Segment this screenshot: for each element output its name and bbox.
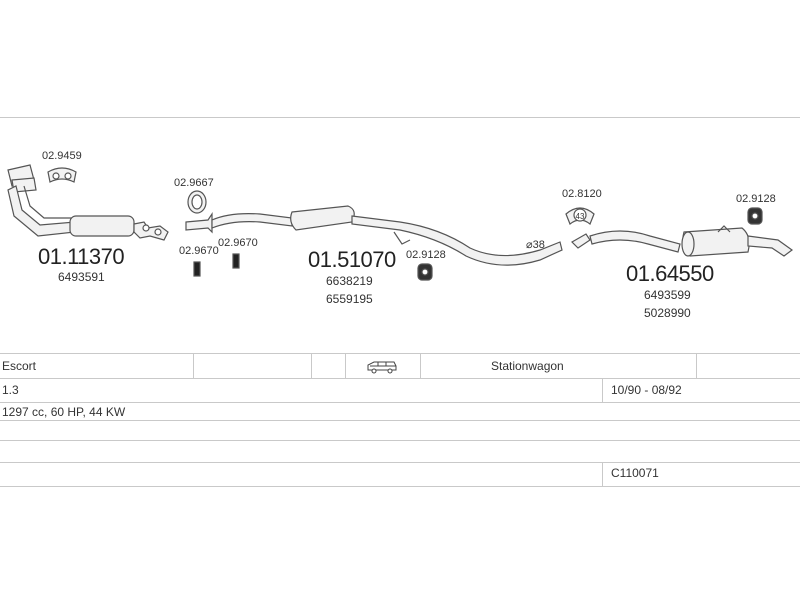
vehicle-body: Stationwagon (491, 359, 564, 373)
exhaust-diagram: 43 (7, 164, 794, 281)
gasket-29459-drawing (47, 167, 77, 183)
ref-mount-29128a[interactable]: 02.9128 (406, 249, 446, 261)
bolt-29670b-drawing (232, 253, 240, 269)
diagram-top-border (0, 117, 800, 118)
middle-pipe-drawing (185, 205, 563, 266)
vehicle-code: C110071 (611, 466, 659, 480)
front-pipe-drawing (7, 164, 169, 241)
ref-bolt-29670b[interactable]: 02.9670 (218, 237, 258, 249)
ref-ring-29667[interactable]: 02.9667 (174, 177, 214, 189)
part-number-middle-pipe[interactable]: 01.51070 (308, 247, 396, 272)
table-line-2 (0, 402, 800, 403)
table-col-4 (420, 354, 421, 378)
part-number-front-pipe[interactable]: 01.11370 (38, 244, 125, 269)
table-col-5 (696, 354, 697, 378)
part-number-rear-silencer[interactable]: 01.64550 (626, 261, 714, 286)
table-line-3 (0, 420, 800, 421)
ref-bolt-29670a[interactable]: 02.9670 (179, 245, 219, 257)
mount-29128b-drawing (747, 207, 763, 225)
pipe-diameter-label: ⌀38 (526, 239, 545, 251)
table-col-7 (602, 462, 603, 486)
oe-number-rear-silencer-2: 5028990 (644, 306, 691, 320)
vehicle-engine: 1.3 (2, 383, 19, 397)
ref-mount-29128b[interactable]: 02.9128 (736, 193, 776, 205)
vehicle-model: Escort (2, 359, 37, 373)
table-col-3 (345, 354, 346, 378)
oe-number-middle-pipe-1: 6638219 (326, 274, 373, 288)
ref-clamp-28120[interactable]: 02.8120 (562, 188, 602, 200)
table-line-4 (0, 440, 800, 441)
oe-number-middle-pipe-2: 6559195 (326, 292, 373, 306)
table-line-6 (0, 486, 800, 487)
ref-gasket-29459[interactable]: 02.9459 (42, 150, 82, 162)
clamp-28120-drawing (565, 207, 595, 225)
table-col-1 (193, 354, 194, 378)
vehicle-spec: 1297 cc, 60 HP, 44 KW (2, 405, 126, 419)
mount-29128a-drawing (417, 263, 433, 281)
rear-silencer-drawing (571, 225, 794, 257)
bolt-29670a-drawing (193, 261, 201, 277)
oe-number-front-pipe: 6493591 (58, 270, 105, 284)
table-col-6 (602, 378, 603, 402)
diagram-bottom-border (0, 353, 800, 354)
table-col-2 (311, 354, 312, 378)
vehicle-years: 10/90 - 08/92 (611, 383, 682, 397)
ring-29667-drawing (187, 190, 207, 214)
clamp-size-label: 43 (576, 212, 585, 221)
table-line-5 (0, 462, 800, 463)
table-line-1 (0, 378, 800, 379)
station-wagon-icon (367, 361, 397, 374)
oe-number-rear-silencer-1: 6493599 (644, 288, 691, 302)
